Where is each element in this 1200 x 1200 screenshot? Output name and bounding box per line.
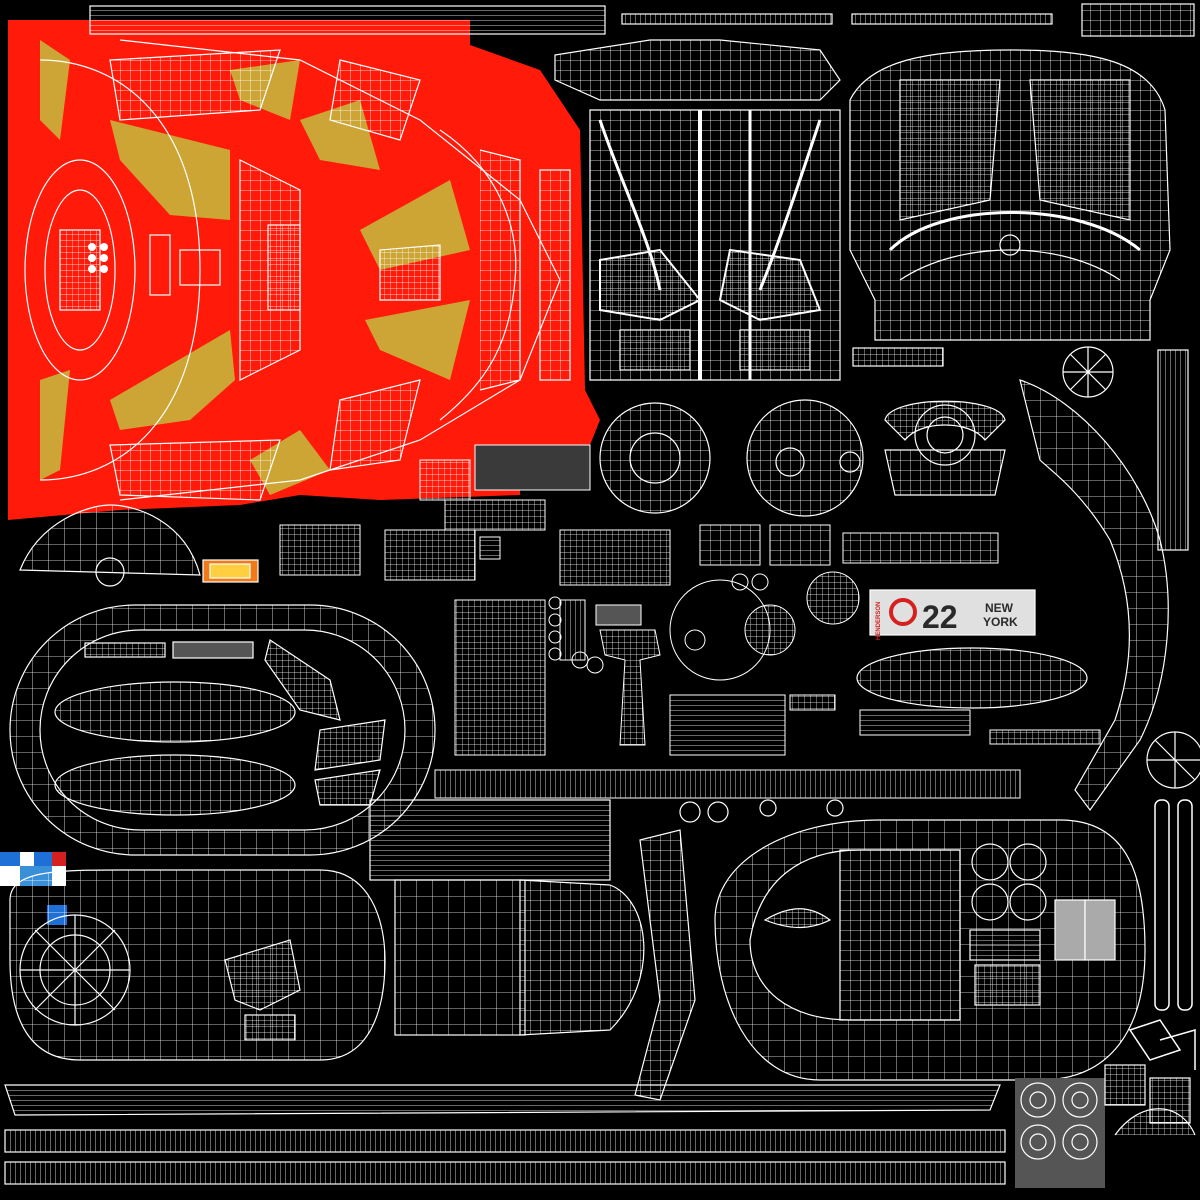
tire-texture-block — [1015, 1064, 1196, 1188]
rear-island — [849, 49, 1189, 551]
body-shell-island — [8, 20, 600, 520]
floor-pan-left — [9, 604, 436, 856]
wheel-parts — [599, 346, 1114, 517]
hood-island — [554, 39, 841, 381]
side-panel-arc — [1019, 379, 1200, 812]
decal-city-bottom: YORK — [983, 615, 1018, 629]
seat-pan-left — [9, 869, 386, 1061]
roof-pod — [856, 647, 1088, 709]
fender-fan — [19, 504, 259, 587]
accent-panels — [40, 40, 470, 495]
top-trim-strips — [89, 3, 1195, 37]
decal-emblem — [889, 598, 917, 626]
bottom-trim-strips — [4, 1084, 1006, 1185]
seat-pan-right — [714, 819, 1146, 1081]
seat-center — [369, 799, 844, 1101]
decal-side-text: HENDERSON — [876, 602, 882, 640]
interior-detail-parts — [279, 444, 999, 586]
center-grid-parts — [434, 571, 1101, 799]
decal-city-top: NEW — [985, 601, 1014, 615]
decal-number: 22 — [922, 599, 958, 635]
dash-buttons — [88, 243, 108, 273]
body-wireframe — [24, 39, 571, 501]
exhaust-pipes — [1128, 799, 1196, 1070]
number-decal: HENDERSON 22 NEW YORK — [869, 589, 1036, 640]
